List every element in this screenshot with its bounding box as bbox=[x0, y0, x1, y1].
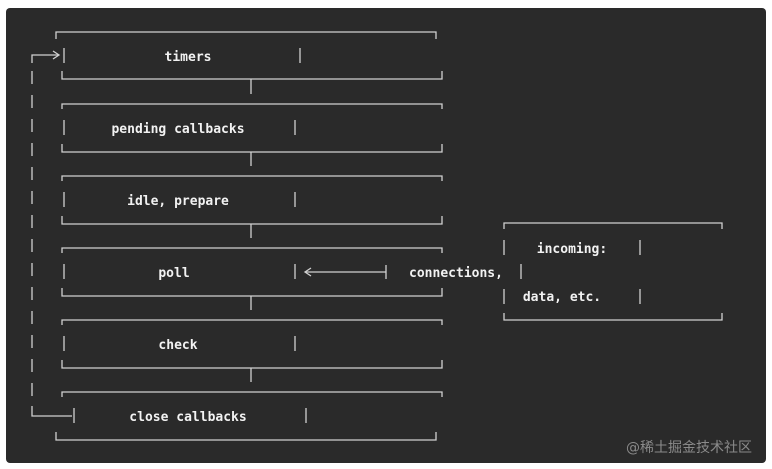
phase-label-close-callbacks: close callbacks bbox=[129, 410, 246, 425]
incoming-to-poll-arrow bbox=[303, 265, 387, 279]
event-loop-diagram: timers pending callbacks idle, prepare bbox=[31, 31, 723, 441]
phase-label-timers: timers bbox=[165, 50, 212, 65]
phase-box-check: check bbox=[61, 319, 443, 369]
incoming-label-line1: incoming: bbox=[537, 242, 607, 257]
phase-box-poll: poll bbox=[61, 247, 443, 297]
phase-label-poll: poll bbox=[158, 266, 189, 281]
phase-box-idle-prepare: idle, prepare bbox=[61, 175, 443, 225]
phase-label-check: check bbox=[158, 338, 197, 353]
watermark-text: @稀土掘金技术社区 bbox=[626, 440, 752, 456]
loop-back-arrow bbox=[31, 50, 72, 417]
phase-box-close-callbacks: close callbacks bbox=[55, 391, 443, 441]
phase-label-pending-callbacks: pending callbacks bbox=[111, 122, 244, 137]
code-block-panel: timers pending callbacks idle, prepare bbox=[6, 8, 766, 463]
phase-box-timers: timers bbox=[55, 31, 443, 80]
phase-box-pending-callbacks: pending callbacks bbox=[61, 103, 443, 153]
incoming-connections-box: incoming: connections, data, etc. bbox=[409, 222, 723, 321]
incoming-label-line3: data, etc. bbox=[523, 290, 601, 305]
incoming-label-line2: connections, bbox=[409, 266, 503, 281]
phase-label-idle-prepare: idle, prepare bbox=[127, 194, 229, 209]
